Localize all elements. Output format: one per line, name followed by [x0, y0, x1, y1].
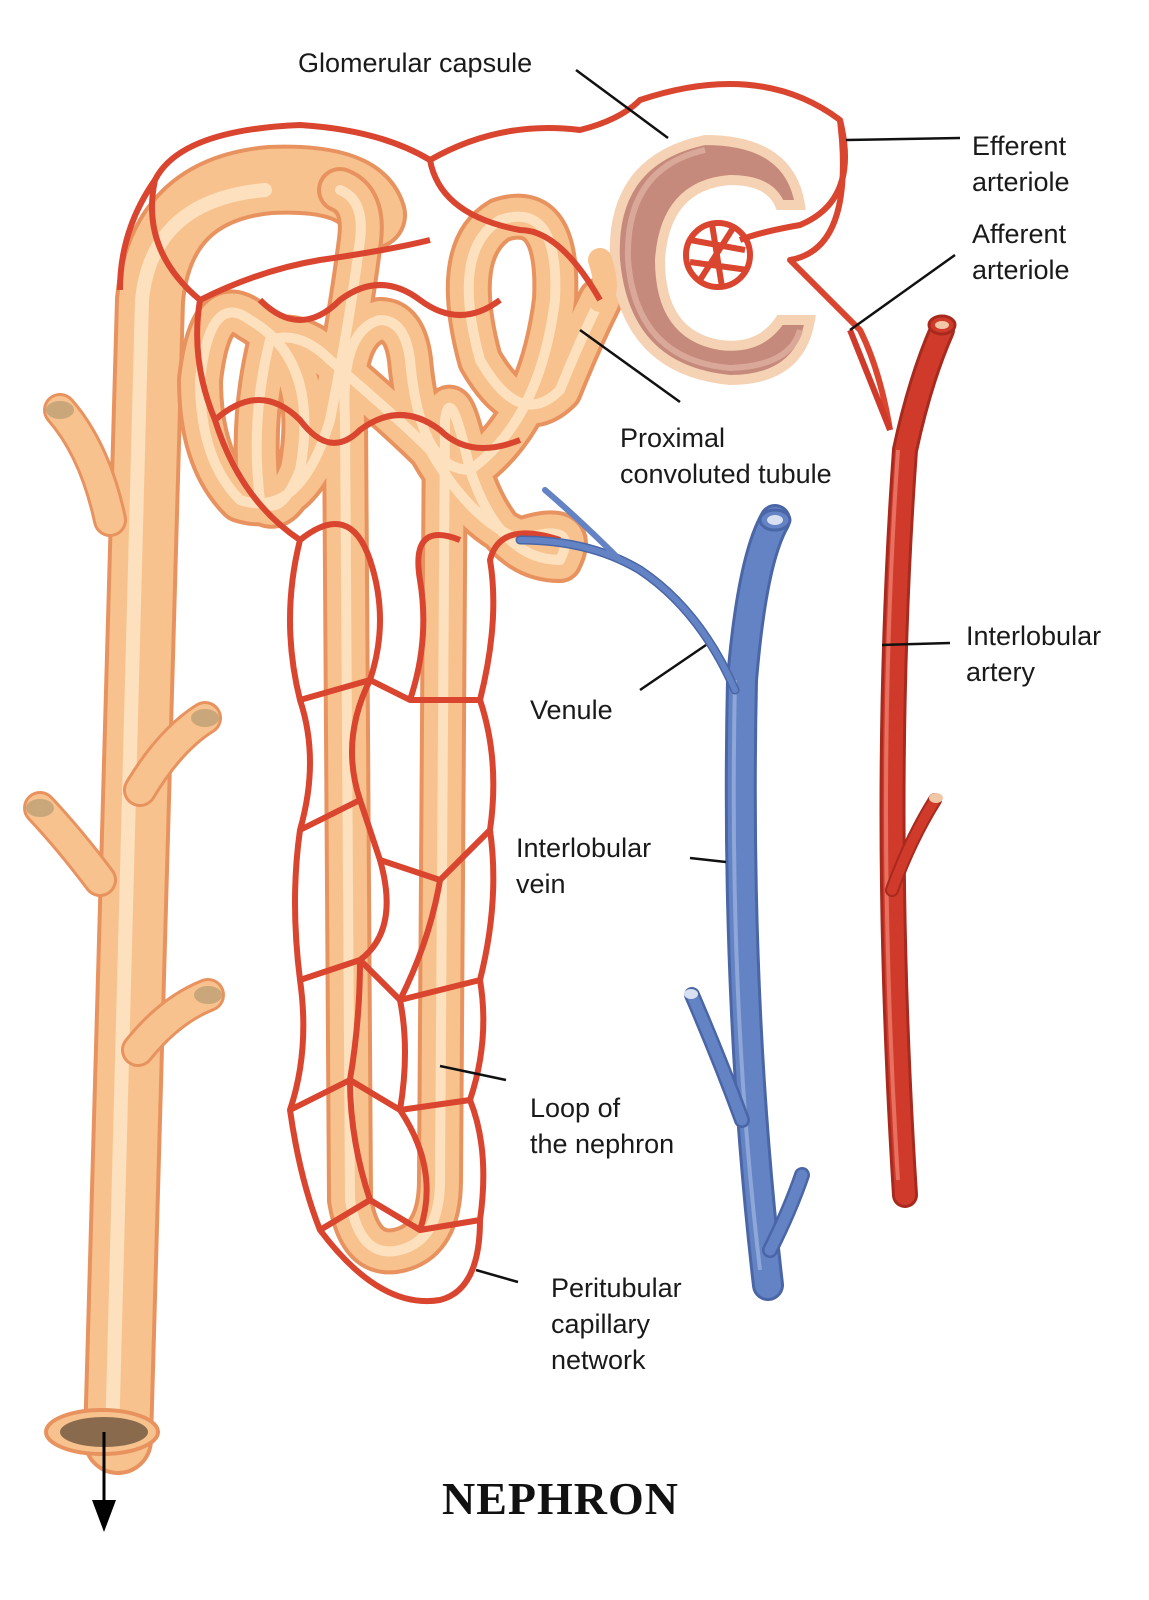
glomerular-capsule [588, 134, 816, 386]
label-line: vein [516, 869, 566, 899]
label-interlobular-artery: Interlobular artery [966, 618, 1101, 690]
label-loop-of-nephron: Loop of the nephron [530, 1090, 674, 1162]
label-line: Interlobular [966, 621, 1102, 651]
label-glomerular-capsule: Glomerular capsule [298, 48, 533, 78]
diagram-title: NEPHRON [442, 1473, 679, 1524]
label-afferent-arteriole: Afferent arteriole [972, 216, 1070, 288]
interlobular-artery [847, 314, 957, 1208]
label-line: Afferent [972, 219, 1067, 249]
label-line: Peritubular [551, 1273, 682, 1303]
label-efferent-arteriole: Efferent arteriole [972, 128, 1070, 200]
label-interlobular-vein: Interlobular vein [516, 830, 651, 902]
label-line: Efferent [972, 131, 1067, 161]
interlobular-vein [684, 504, 810, 1301]
label-proximal-convoluted-tubule: Proximal convoluted tubule [620, 420, 832, 492]
label-line: arteriole [972, 255, 1070, 285]
venule [515, 487, 740, 695]
label-venule: Venule [530, 695, 613, 725]
leader-lines [439, 68, 961, 1284]
label-line: Proximal [620, 423, 726, 453]
label-line: capillary [551, 1309, 651, 1339]
label-line: network [551, 1345, 646, 1375]
label-line: arteriole [972, 167, 1070, 197]
flow-arrow [92, 1432, 116, 1532]
label-line: artery [966, 657, 1036, 687]
label-peritubular-capillary-network: Peritubular capillary network [551, 1270, 682, 1378]
glomerulus [683, 220, 753, 290]
peritubular-capillary-network [117, 81, 893, 1305]
label-line: convoluted tubule [620, 459, 832, 489]
label-line: Loop of [530, 1093, 621, 1123]
label-line: the nephron [530, 1129, 675, 1159]
label-line: Interlobular [516, 833, 652, 863]
